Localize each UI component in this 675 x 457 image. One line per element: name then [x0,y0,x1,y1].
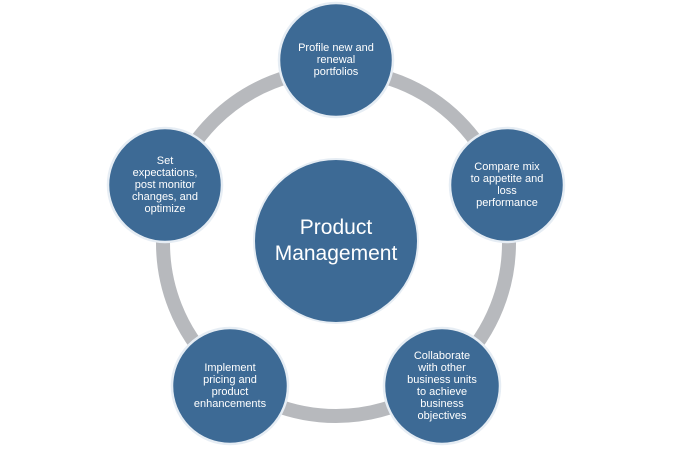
node-circle-implement [170,326,290,446]
node-circle-compare [448,126,566,244]
node-label-compare: Compare mix to appetite and loss perform… [470,161,544,209]
center-label: Product Management [274,216,398,265]
node-circle-set-expectations [106,126,224,244]
node-label-profile: Profile new and renewal portfolios [298,42,374,78]
center-circle [253,158,419,324]
node-circle-profile [277,1,395,119]
node-label-collaborate: Collaborate with other business units to… [407,350,477,422]
node-label-set-expectations: Set expectations, post monitor changes, … [131,155,199,215]
node-circle-collaborate [382,326,502,446]
node-label-implement: Implement pricing and product enhancemen… [193,362,267,410]
